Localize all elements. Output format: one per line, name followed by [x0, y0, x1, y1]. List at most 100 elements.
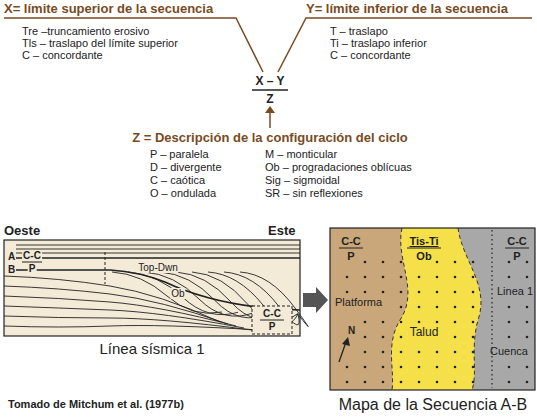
map-dot [436, 291, 439, 294]
map-dot [364, 261, 367, 264]
map-dot [382, 291, 385, 294]
map-dot [508, 381, 511, 384]
map-dot [418, 291, 421, 294]
map-dot [508, 306, 511, 309]
direction-label: Oeste [4, 224, 40, 238]
map-dot [382, 336, 385, 339]
map-dot [436, 366, 439, 369]
formula: X – Y [255, 75, 284, 88]
map-dot [508, 366, 511, 369]
map-dot [346, 291, 349, 294]
map-dot [382, 276, 385, 279]
legend-item: C – concordante [22, 49, 103, 61]
map-dot [472, 291, 475, 294]
legend-item: Sig – sigmoidal [265, 174, 340, 186]
config-code: P [28, 263, 37, 274]
legend-item: Ti – traslapo inferior [330, 37, 427, 49]
legend-item: D – divergente [150, 161, 222, 173]
map-dot [346, 276, 349, 279]
reflector [16, 249, 300, 250]
reflector [240, 272, 308, 327]
map-dot [418, 306, 421, 309]
config-code: P [268, 321, 277, 332]
map-dot [436, 381, 439, 384]
map-dot [472, 381, 475, 384]
region-label: Cuenca [490, 345, 528, 357]
boundary-code: C-C [507, 235, 527, 247]
map-dot [508, 321, 511, 324]
boundary-code: C-C [262, 308, 282, 319]
map-dot [382, 321, 385, 324]
map-dot [436, 306, 439, 309]
line-label: Linea 1 [497, 285, 533, 297]
map-dot [436, 321, 439, 324]
map-dot [472, 261, 475, 264]
map-dot [346, 381, 349, 384]
map-dot [364, 321, 367, 324]
direction-label: Este [268, 224, 295, 238]
map-dot [454, 321, 457, 324]
map-dot [400, 291, 403, 294]
map-dot [418, 351, 421, 354]
source-note: Tomado de Mitchum et al. (1977b) [8, 398, 184, 410]
map-dot [400, 381, 403, 384]
map-dot [472, 306, 475, 309]
map-dot [472, 351, 475, 354]
legend-item: C – concordante [330, 49, 411, 61]
reflector [16, 245, 300, 246]
map-dot [436, 351, 439, 354]
map-dot [400, 276, 403, 279]
legend-item: Ob – progradaciones oblícuas [265, 161, 412, 173]
map-dot [382, 366, 385, 369]
horizon-label: A [7, 251, 16, 262]
map-dot [454, 336, 457, 339]
map-dot [454, 381, 457, 384]
map-dot [508, 276, 511, 279]
map-dot [436, 276, 439, 279]
boundary-code: C-C [22, 250, 42, 261]
map-dot [382, 261, 385, 264]
caption: Línea sísmica 1 [99, 341, 204, 358]
map-dot [526, 321, 529, 324]
legend-item: M – monticular [265, 148, 337, 160]
legend-item: Tre –truncamiento erosivo [22, 25, 149, 37]
reflector [16, 253, 300, 254]
map-dot [418, 366, 421, 369]
map-dot [526, 381, 529, 384]
map-dot [400, 321, 403, 324]
heading: Y= límite inferior de la secuencia [306, 2, 508, 16]
region-label: Platforma [335, 296, 382, 308]
map-dot [436, 261, 439, 264]
formula: Z [266, 93, 273, 106]
map-dot [526, 366, 529, 369]
boundary-code: Tis-Ti [410, 235, 439, 247]
north-label: N [348, 325, 355, 336]
map-dot [418, 321, 421, 324]
map-dot [364, 336, 367, 339]
boundary-code: Top-Dwn [137, 262, 178, 273]
map-dot [526, 306, 529, 309]
map-dot [418, 276, 421, 279]
map-dot [472, 366, 475, 369]
legend-item: C – caótica [150, 174, 205, 186]
map-dot [400, 366, 403, 369]
map-dot [472, 336, 475, 339]
map-dot [526, 336, 529, 339]
legend-item: O – ondulada [150, 187, 216, 199]
heading: Z = Descripción de la configuración del … [132, 131, 408, 145]
map-dot [382, 381, 385, 384]
legend-item: SR – sin reflexiones [265, 187, 363, 199]
legend-item: P – paralela [150, 148, 209, 160]
map-dot [364, 366, 367, 369]
map-dot [508, 336, 511, 339]
heading: X= límite superior de la secuencia [4, 2, 213, 16]
map-dot [454, 276, 457, 279]
map-dot [454, 366, 457, 369]
map-dot [418, 381, 421, 384]
map-dot [400, 336, 403, 339]
map-dot [364, 351, 367, 354]
map-dot [364, 291, 367, 294]
map-dot [346, 366, 349, 369]
